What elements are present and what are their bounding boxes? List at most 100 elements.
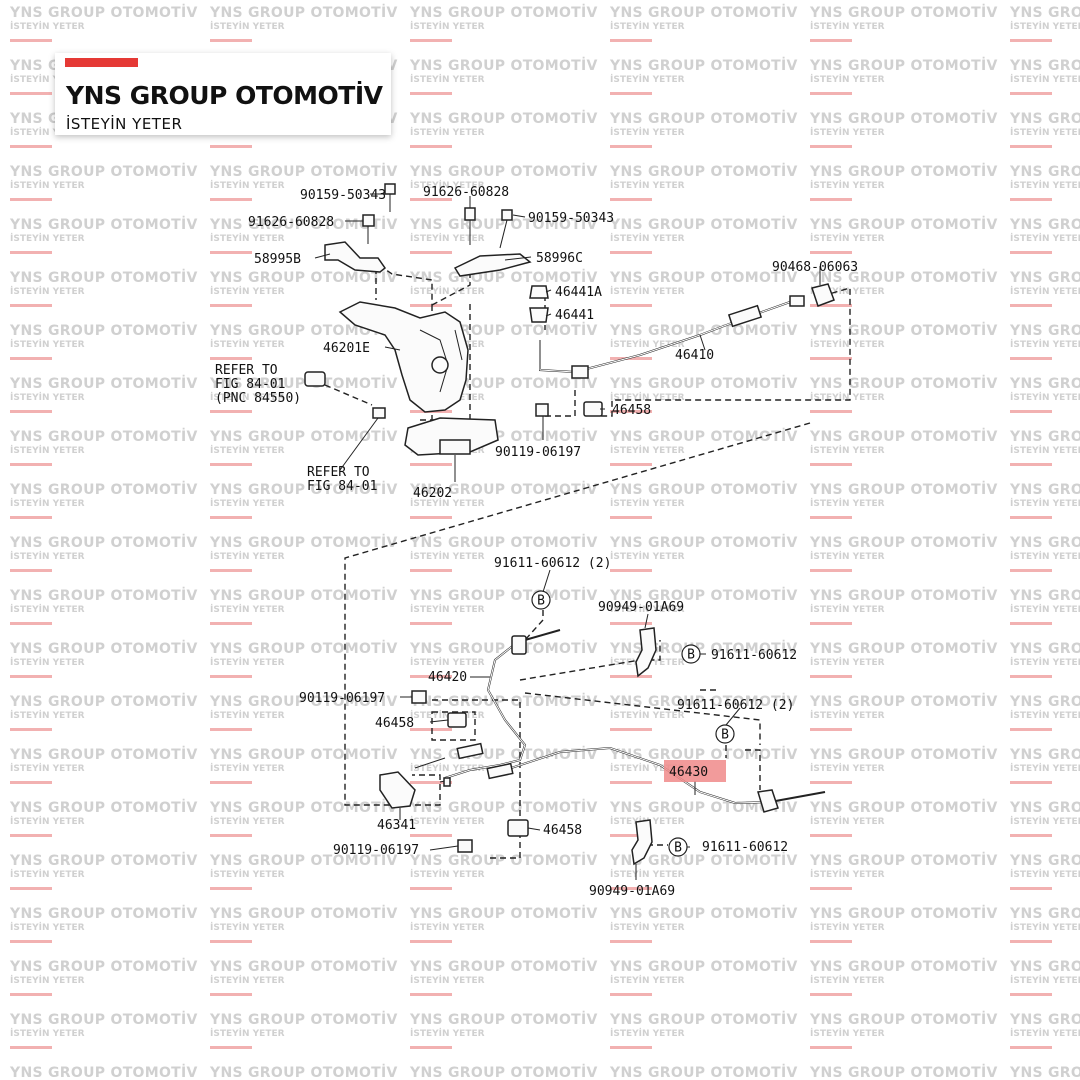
watermark-subtitle: İSTEYİN YETER: [10, 234, 85, 244]
watermark-title: YNS GROUP OTOMOTİV: [410, 747, 598, 763]
watermark-title: YNS GROUP OTOMOTİV: [1010, 1012, 1080, 1028]
watermark-subtitle: İSTEYİN YETER: [410, 181, 485, 191]
bolt-90159-50343-a: [384, 183, 396, 212]
watermark-bar: [610, 304, 652, 307]
watermark-subtitle: İSTEYİN YETER: [10, 446, 85, 456]
watermark-bar: [10, 463, 52, 466]
watermark-bar: [10, 251, 52, 254]
watermark-subtitle: İSTEYİN YETER: [410, 287, 485, 297]
watermark-title: YNS GROUP OTOMOTİV: [810, 1065, 998, 1080]
watermark-subtitle: İSTEYİN YETER: [10, 75, 85, 85]
watermark-bar: [810, 622, 852, 625]
watermark-bar: [210, 251, 252, 254]
watermark-title: YNS GROUP OTOMOTİV: [210, 535, 398, 551]
bolt-marker-3: B: [715, 724, 735, 744]
watermark-title: YNS GROUP OTOMOTİV: [810, 535, 998, 551]
watermark-title: YNS GROUP OTOMOTİV: [10, 853, 198, 869]
frame-right: [598, 287, 851, 417]
watermark-bar: [810, 728, 852, 731]
watermark-subtitle: İSTEYİN YETER: [210, 658, 285, 668]
watermark-subtitle: İSTEYİN YETER: [610, 75, 685, 85]
watermark-bar: [410, 463, 452, 466]
cable-46410-shape: [539, 283, 835, 379]
label-91611-60612-2-b: 91611-60612 (2): [677, 698, 794, 713]
watermark-subtitle: İSTEYİN YETER: [10, 181, 85, 191]
watermark-bar: [10, 993, 52, 996]
watermark-title: YNS GROUP OTOMOTİV: [210, 5, 398, 21]
label-46341: 46341: [377, 818, 416, 833]
watermark-bar: [210, 516, 252, 519]
watermark-bar: [410, 304, 452, 307]
watermark-subtitle: İSTEYİN YETER: [410, 658, 485, 668]
watermark-subtitle: İSTEYİN YETER: [1010, 340, 1080, 350]
watermark-subtitle: İSTEYİN YETER: [10, 287, 85, 297]
watermark-title: YNS GROUP OTOMOTİV: [210, 906, 398, 922]
watermark-bar: [610, 993, 652, 996]
watermark-subtitle: İSTEYİN YETER: [610, 234, 685, 244]
watermark-bar: [10, 39, 52, 42]
watermark-title: YNS GROUP OTOMOTİV: [810, 217, 998, 233]
watermark-subtitle: İSTEYİN YETER: [810, 817, 885, 827]
bracket-46202-shape: [404, 417, 499, 456]
watermark-subtitle: İSTEYİN YETER: [410, 499, 485, 509]
watermark-title: YNS GROUP OTOMOTİV: [210, 323, 398, 339]
watermark-title: YNS GROUP OTOMOTİV: [810, 853, 998, 869]
watermark-bar: [1010, 516, 1052, 519]
watermark-subtitle: İSTEYİN YETER: [610, 499, 685, 509]
watermark-title: YNS GROUP OTOMOTİV: [1010, 535, 1080, 551]
watermark-subtitle: İSTEYİN YETER: [1010, 923, 1080, 933]
watermark-bar: [810, 92, 852, 95]
label-90119-06197-b: 90119-06197: [299, 691, 385, 706]
watermark-subtitle: İSTEYİN YETER: [810, 393, 885, 403]
watermark-title: YNS GROUP OTOMOTİV: [10, 747, 198, 763]
watermark-subtitle: İSTEYİN YETER: [210, 499, 285, 509]
watermark-subtitle: İSTEYİN YETER: [210, 817, 285, 827]
watermark-bar: [1010, 251, 1052, 254]
watermark-bar: [10, 304, 52, 307]
watermark-title: YNS GROUP OTOMOTİV: [210, 588, 398, 604]
bolt-marker-2-text: B: [687, 648, 695, 663]
watermark-subtitle: İSTEYİN YETER: [410, 552, 485, 562]
watermark-subtitle: İSTEYİN YETER: [1010, 234, 1080, 244]
bracket-90949-01a69-a-shape: [635, 627, 657, 678]
watermark-subtitle: İSTEYİN YETER: [610, 393, 685, 403]
cable-46430-shape: [486, 746, 826, 813]
watermark-subtitle: İSTEYİN YETER: [410, 870, 485, 880]
label-46458-c: 46458: [543, 823, 582, 838]
label-46420: 46420: [428, 670, 467, 685]
watermark-bar: [210, 463, 252, 466]
watermark-bar: [1010, 410, 1052, 413]
watermark-subtitle: İSTEYİN YETER: [610, 764, 685, 774]
brand-subtitle: İSTEYİN YETER: [66, 115, 183, 133]
watermark-bar: [810, 39, 852, 42]
watermark-title: YNS GROUP OTOMOTİV: [210, 853, 398, 869]
watermark-title: YNS GROUP OTOMOTİV: [10, 535, 198, 551]
watermark-bar: [610, 569, 652, 572]
watermark-bar: [610, 39, 652, 42]
